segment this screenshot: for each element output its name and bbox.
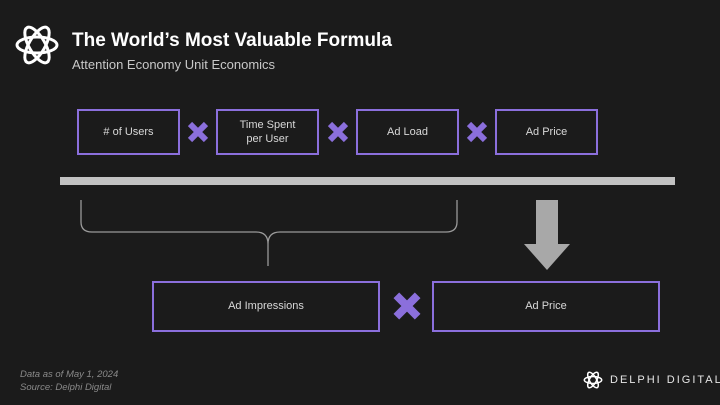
ad-price-result-label: Ad Price — [525, 300, 567, 313]
factor-ad-load-label: Ad Load — [387, 125, 428, 138]
multiply-icon — [466, 121, 488, 143]
multiply-icon — [393, 292, 421, 320]
factor-users-box: # of Users — [77, 109, 180, 155]
factor-users-label: # of Users — [103, 125, 154, 138]
delphi-logo-icon — [15, 25, 59, 65]
multiply-icon — [327, 121, 349, 143]
ad-impressions-box: Ad Impressions — [152, 281, 380, 332]
factor-ad-price-box: Ad Price — [495, 109, 598, 155]
factor-time-spent-label: Time Spent per User — [239, 118, 296, 145]
factor-ad-price-label: Ad Price — [525, 125, 568, 138]
curly-brace-icon — [80, 200, 458, 266]
page-title: The World’s Most Valuable Formula — [72, 30, 392, 51]
brand-name: DELPHI DIGITAL — [610, 374, 720, 386]
ad-impressions-label: Ad Impressions — [228, 300, 304, 313]
factor-time-spent-box: Time Spent per User — [216, 109, 319, 155]
page-subtitle: Attention Economy Unit Economics — [72, 57, 276, 72]
divider-bar — [60, 177, 675, 185]
down-arrow-icon — [524, 200, 570, 270]
ad-price-result-box: Ad Price — [432, 281, 660, 332]
delphi-brand-icon — [583, 371, 603, 389]
source-note: Source: Delphi Digital — [20, 382, 112, 393]
multiply-icon — [187, 121, 209, 143]
data-date-note: Data as of May 1, 2024 — [20, 369, 119, 380]
factor-ad-load-box: Ad Load — [356, 109, 459, 155]
